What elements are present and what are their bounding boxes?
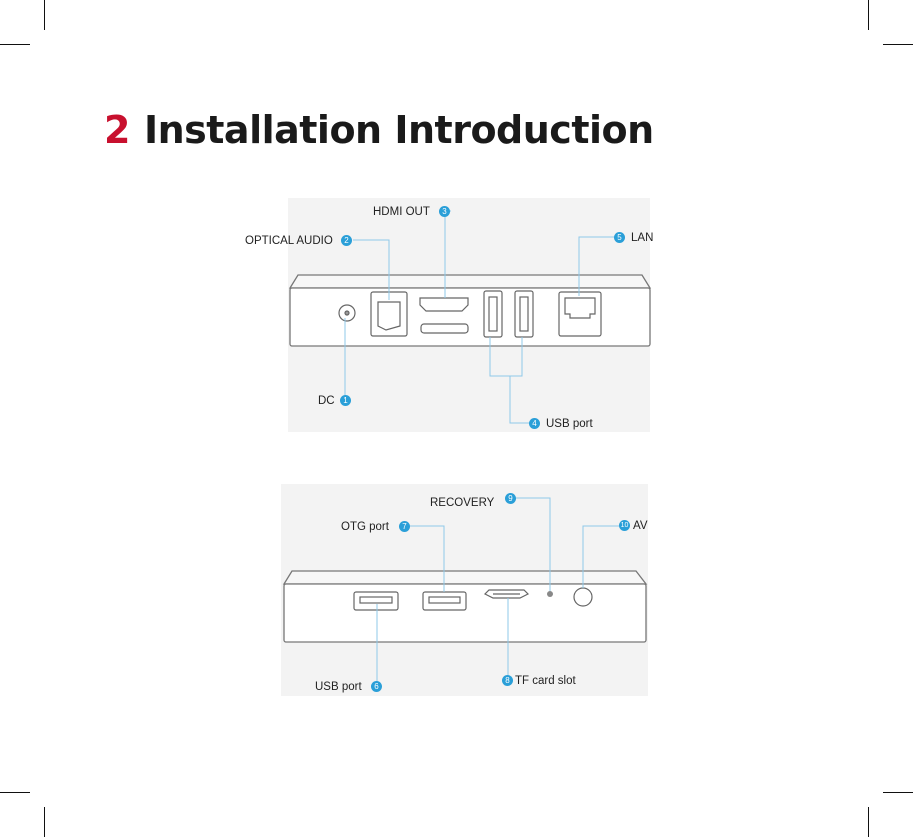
crop-mark xyxy=(44,0,45,30)
badge-6: 6 xyxy=(371,681,382,692)
section-number: 2 xyxy=(104,108,130,152)
label-dc: DC xyxy=(318,395,335,407)
badge-7: 7 xyxy=(399,521,410,532)
crop-mark xyxy=(868,807,869,837)
crop-mark xyxy=(883,44,913,45)
badge-5: 5 xyxy=(614,232,625,243)
lan-port xyxy=(558,291,602,337)
page-title: 2 Installation Introduction xyxy=(104,108,654,152)
crop-mark xyxy=(0,44,30,45)
av-jack xyxy=(573,587,593,607)
badge-10: 10 xyxy=(619,520,630,531)
crop-mark xyxy=(883,792,913,793)
label-otg-port: OTG port xyxy=(341,521,389,533)
label-usb-port-side: USB port xyxy=(315,681,362,693)
crop-mark xyxy=(0,792,30,793)
usb-port-side xyxy=(353,591,399,611)
recovery-hole xyxy=(547,591,553,597)
section-title: Installation Introduction xyxy=(143,108,654,152)
tf-card-slot xyxy=(483,589,530,599)
label-av: AV xyxy=(633,520,648,532)
badge-8: 8 xyxy=(502,675,513,686)
hdmi-port xyxy=(419,297,469,334)
badge-2: 2 xyxy=(341,235,352,246)
label-optical-audio: OPTICAL AUDIO xyxy=(245,235,333,247)
badge-3: 3 xyxy=(439,206,450,217)
label-usb-port-rear: USB port xyxy=(546,418,593,430)
usb-ports-rear xyxy=(483,290,534,338)
label-hdmi-out: HDMI OUT xyxy=(373,206,430,218)
otg-port xyxy=(422,591,467,611)
crop-mark xyxy=(868,0,869,30)
label-tf-card-slot: TF card slot xyxy=(515,675,576,687)
side-callout-lines xyxy=(376,497,619,686)
badge-9: 9 xyxy=(505,493,516,504)
badge-1: 1 xyxy=(340,395,351,406)
dc-jack xyxy=(338,304,356,322)
label-lan: LAN xyxy=(631,232,654,244)
label-recovery: RECOVERY xyxy=(430,497,495,509)
badge-4: 4 xyxy=(529,418,540,429)
optical-audio-port xyxy=(370,291,408,337)
crop-mark xyxy=(44,807,45,837)
